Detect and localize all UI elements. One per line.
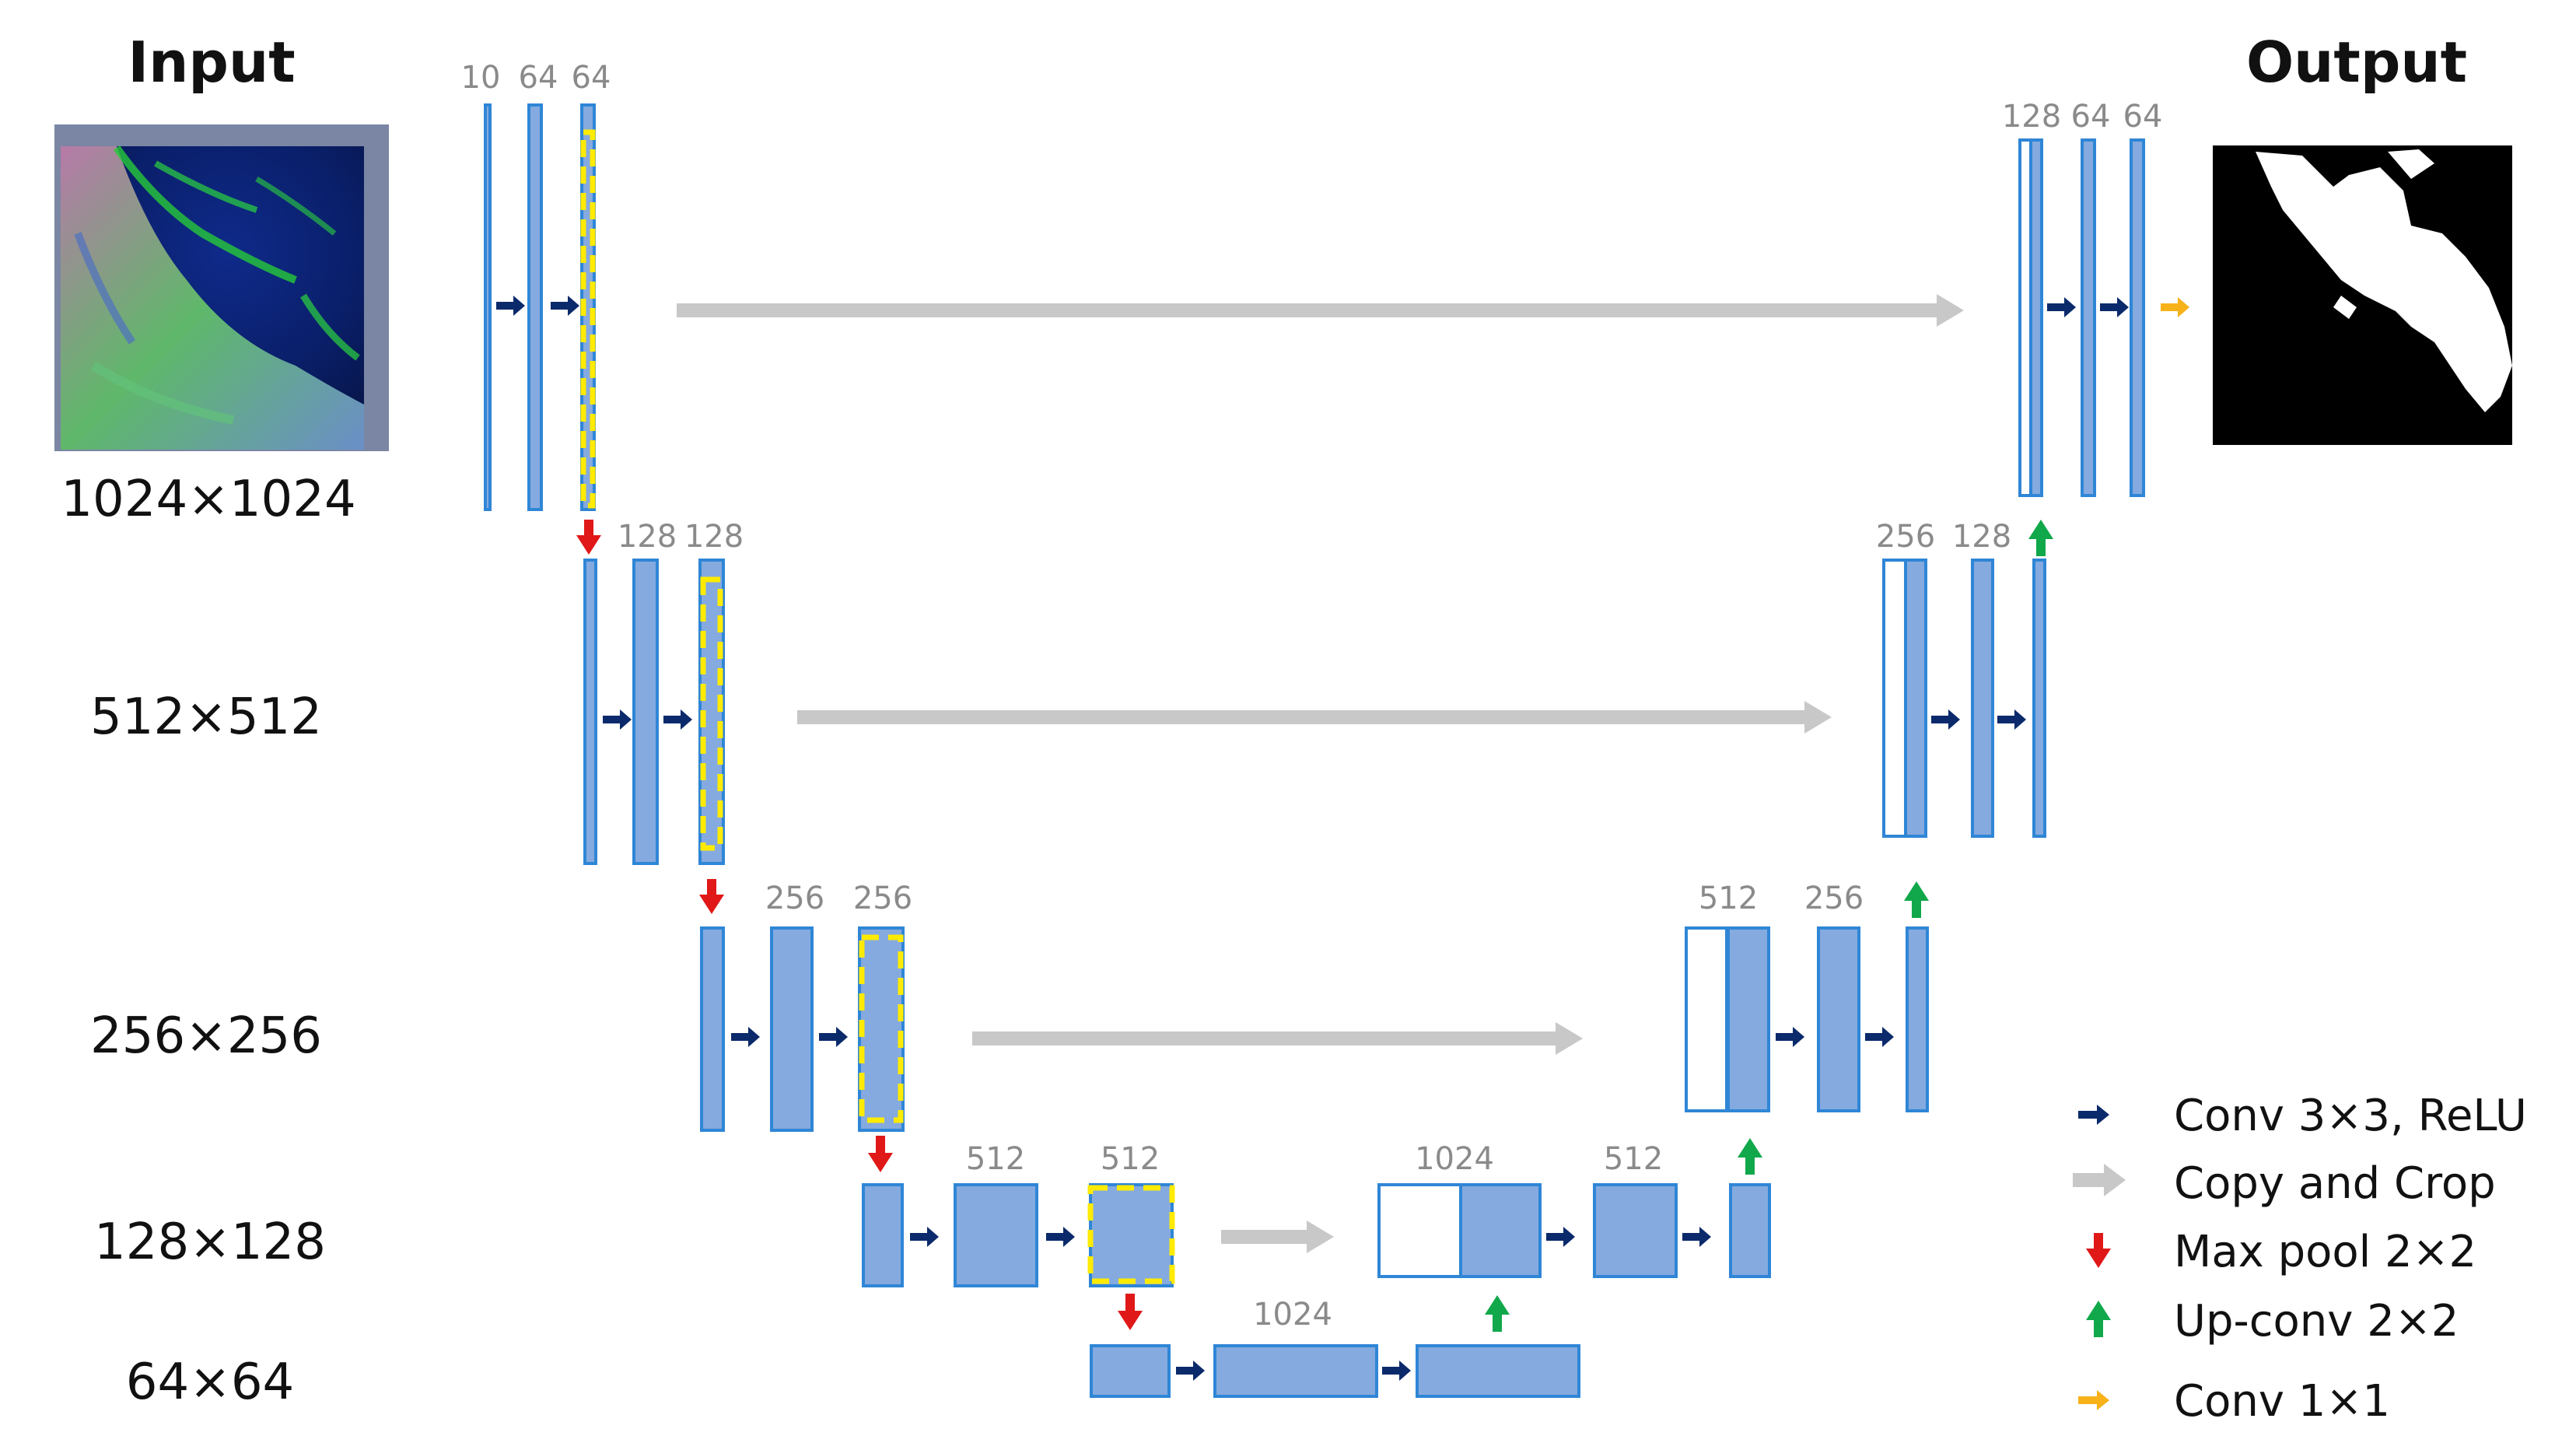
channel-label: 256 (1804, 881, 1864, 916)
maxpool-arrow (576, 520, 1143, 1330)
feature-map-block (484, 103, 492, 511)
legend-copy-crop-icon (2073, 1164, 2126, 1196)
resolution-label-128: 128×128 (94, 1214, 326, 1271)
feature-map-block (1459, 1183, 1542, 1278)
channel-label: 64 (2071, 99, 2111, 135)
copy-and-crop-arrow (797, 701, 1832, 734)
feature-map-block (1727, 926, 1770, 1112)
feature-map-block (1906, 926, 1929, 1112)
channel-label: 128 (618, 519, 677, 555)
copied-feature-block (2018, 138, 2032, 497)
copied-feature-block (1685, 926, 1728, 1112)
copy-and-crop-arrow (677, 294, 1964, 327)
upconv-arrow (1485, 520, 2053, 1332)
legend-upconv-label: Up-conv 2×2 (2174, 1296, 2459, 1347)
output-title: Output (2246, 30, 2467, 95)
input-satellite-image (54, 124, 389, 451)
legend-conv1x1-icon (2078, 1390, 2109, 1410)
channel-label: 64 (572, 60, 611, 96)
channel-label: 512 (966, 1141, 1025, 1177)
feature-map-block (583, 559, 597, 865)
channel-label: 64 (2123, 99, 2163, 135)
legend-conv1x1-label: Conv 1×1 (2174, 1376, 2390, 1427)
channel-label: 512 (1699, 881, 1758, 916)
feature-map-block (1904, 559, 1927, 838)
feature-map-block (632, 559, 659, 865)
legend-conv3x3-icon (2078, 1105, 2109, 1125)
legend-conv3x3-label: Conv 3×3, ReLU (2174, 1091, 2527, 1141)
channel-label: 64 (519, 60, 558, 96)
conv1x1-arrow (2161, 297, 2189, 317)
copied-feature-block (1377, 1183, 1462, 1278)
resolution-label-512: 512×512 (90, 688, 322, 746)
legend-maxpool-label: Max pool 2×2 (2174, 1227, 2476, 1277)
feature-map-block (2029, 138, 2043, 497)
channel-label: 10 (461, 60, 501, 96)
feature-map-block (1416, 1344, 1580, 1398)
feature-map-block (1090, 1344, 1171, 1398)
feature-map-block (862, 1183, 904, 1287)
feature-map-block (1817, 926, 1860, 1112)
feature-map-block (858, 926, 905, 1132)
crop-region-highlight (859, 934, 904, 1123)
legend-upconv-icon (2086, 1301, 2111, 1337)
channel-label: 256 (1876, 519, 1935, 555)
feature-map-block (1729, 1183, 1771, 1278)
legend-copy-crop-label: Copy and Crop (2174, 1158, 2496, 1209)
feature-map-block (1213, 1344, 1378, 1398)
feature-map-block (700, 926, 725, 1132)
feature-map-block (1089, 1183, 1174, 1287)
channel-label: 128 (1952, 519, 2011, 555)
resolution-label-1024: 1024×1024 (61, 471, 355, 528)
channel-label: 512 (1101, 1141, 1160, 1177)
feature-map-block (2130, 138, 2145, 497)
crop-region-highlight (1087, 1185, 1175, 1284)
channel-label: 512 (1604, 1141, 1663, 1177)
copied-feature-block (1882, 559, 1907, 838)
feature-map-block (954, 1183, 1038, 1287)
copy-and-crop-arrow (1221, 1221, 1334, 1253)
legend: Conv 3×3, ReLU Copy and Crop Max pool 2×… (2073, 1091, 2527, 1427)
channel-label: 256 (765, 881, 824, 916)
feature-map-block (2032, 559, 2046, 838)
feature-map-block (527, 103, 543, 511)
resolution-label-256: 256×256 (90, 1007, 322, 1065)
channel-label: 1024 (1415, 1141, 1494, 1177)
crop-region-highlight (580, 129, 596, 509)
resolution-label-64: 64×64 (126, 1354, 295, 1411)
feature-map-block (1971, 559, 1994, 838)
feature-map-block (770, 926, 814, 1132)
conv3x3-arrow (496, 296, 2129, 1381)
channel-label: 1024 (1253, 1297, 1332, 1333)
copy-and-crop-arrow (972, 1022, 1583, 1055)
channel-label: 256 (853, 881, 912, 916)
input-title: Input (128, 30, 295, 95)
feature-map-block (1593, 1183, 1678, 1278)
legend-maxpool-icon (2086, 1233, 2111, 1268)
output-segmentation-mask (2213, 145, 2512, 445)
feature-map-block (2081, 138, 2096, 497)
channel-label: 128 (684, 519, 744, 555)
crop-region-highlight (700, 576, 723, 851)
channel-label: 128 (2002, 99, 2061, 135)
